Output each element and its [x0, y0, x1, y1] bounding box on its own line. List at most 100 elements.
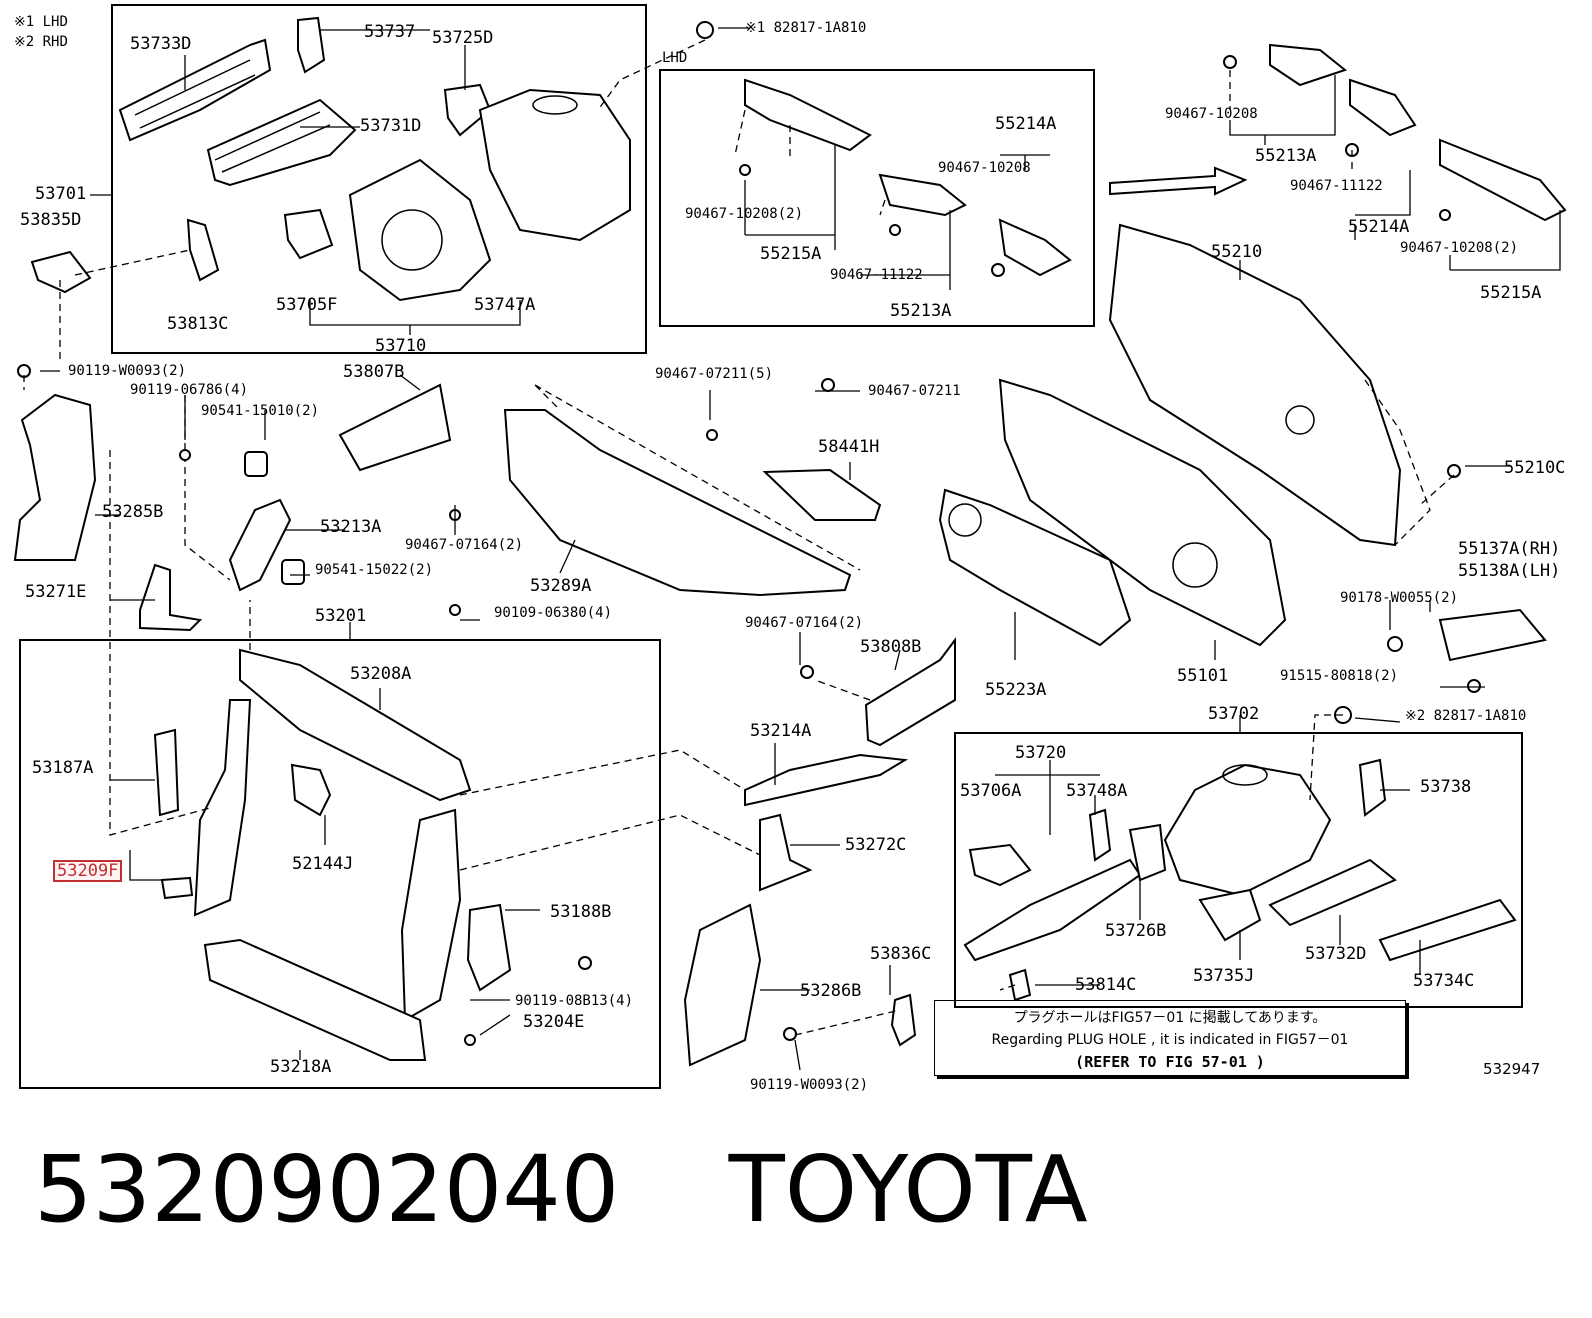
part-label[interactable]: 53737 — [364, 22, 416, 42]
part-wheelhouse-left — [348, 158, 492, 302]
part-label[interactable]: 53735J — [1193, 966, 1255, 986]
part-label[interactable]: 90119-08B13(4) — [515, 993, 634, 1009]
part-label[interactable]: 55214A — [1348, 217, 1410, 237]
part-label[interactable]: 53213A — [320, 517, 382, 537]
part-53188B-support — [400, 808, 462, 1022]
part-label[interactable]: 53218A — [270, 1057, 332, 1077]
part-label[interactable]: 53836C — [870, 944, 932, 964]
part-label[interactable]: 53748A — [1066, 781, 1128, 801]
part-label[interactable]: 55215A — [760, 244, 822, 264]
part-label[interactable]: 53208A — [350, 664, 412, 684]
part-53187A — [153, 728, 180, 817]
part-label[interactable]: 90119-W0093(2) — [750, 1077, 869, 1093]
part-53188B — [466, 903, 512, 992]
part-label[interactable]: 53188B — [550, 902, 612, 922]
part-53213A — [228, 498, 292, 592]
part-label[interactable]: 53204E — [523, 1012, 585, 1032]
part-label[interactable]: 53702 — [1208, 704, 1260, 724]
part-label[interactable]: 90467-10208(2) — [1400, 240, 1519, 256]
part-apron-right — [478, 88, 631, 242]
part-label[interactable]: 53201 — [315, 606, 367, 626]
part-label[interactable]: 53214A — [750, 721, 812, 741]
part-label[interactable]: 90467-11122 — [1290, 178, 1383, 194]
part-53738 — [1358, 758, 1387, 817]
part-label[interactable]: 53835D — [20, 210, 82, 230]
part-label[interactable]: 53808B — [860, 637, 922, 657]
group-box-53201 — [19, 639, 661, 1089]
part-label[interactable]: 53271E — [25, 582, 87, 602]
part-label[interactable]: 55214A — [995, 114, 1057, 134]
part-label[interactable]: ※2 82817-1A810 — [1405, 708, 1527, 724]
part-label[interactable]: 53738 — [1420, 777, 1472, 797]
part-label[interactable]: 55213A — [890, 301, 952, 321]
part-53748A — [1088, 808, 1112, 862]
part-label[interactable]: 53286B — [800, 981, 862, 1001]
part-55214A-lhd — [878, 173, 967, 217]
part-53272C — [759, 813, 813, 892]
part-53285B — [13, 393, 97, 561]
part-label[interactable]: 53747A — [474, 295, 536, 315]
part-label[interactable]: 90109-06380(4) — [494, 605, 613, 621]
part-label[interactable]: 53731D — [360, 116, 422, 136]
part-label[interactable]: 53720 — [1015, 743, 1067, 763]
part-label[interactable]: 52144J — [292, 854, 354, 874]
part-label[interactable]: 53807B — [343, 362, 405, 382]
group-box-53702 — [954, 732, 1523, 1008]
part-label[interactable]: 53187A — [32, 758, 94, 778]
part-label[interactable]: 53813C — [167, 314, 229, 334]
part-label[interactable]: 90119-06786(4) — [130, 382, 249, 398]
part-label[interactable]: 90541-15022(2) — [315, 562, 434, 578]
part-label[interactable]: 90467-07211(5) — [655, 366, 774, 382]
part-label[interactable]: 55223A — [985, 680, 1047, 700]
part-label[interactable]: 55137A(RH) — [1458, 539, 1561, 559]
part-label[interactable]: 90178-W0055(2) — [1340, 590, 1459, 606]
part-label[interactable]: 53733D — [130, 34, 192, 54]
part-label[interactable]: 90119-W0093(2) — [68, 363, 187, 379]
part-53209F-bracket — [160, 876, 194, 900]
part-label[interactable]: 90541-15010(2) — [201, 403, 320, 419]
arrow — [1109, 166, 1248, 196]
figure-id: 532947 — [1483, 1060, 1541, 1078]
part-label[interactable]: 90467-07211 — [868, 383, 961, 399]
part-label[interactable]: 53732D — [1305, 944, 1367, 964]
part-label[interactable]: 53705F — [276, 295, 338, 315]
part-55223A — [938, 488, 1132, 647]
part-53735J — [1198, 888, 1262, 942]
part-label[interactable]: 53734C — [1413, 971, 1475, 991]
group-box-lhd — [659, 69, 1095, 327]
part-label[interactable]: 58441H — [818, 437, 880, 457]
part-label[interactable]: 91515-80818(2) — [1280, 668, 1399, 684]
part-label[interactable]: 53701 — [35, 184, 87, 204]
part-label[interactable]: 53726B — [1105, 921, 1167, 941]
part-label[interactable]: 53814C — [1075, 975, 1137, 995]
part-53218A — [203, 938, 427, 1061]
part-label[interactable]: 53725D — [432, 28, 494, 48]
part-label[interactable]: 90467-10208 — [938, 160, 1031, 176]
part-label[interactable]: 55210C — [1504, 458, 1566, 478]
part-label[interactable]: 55215A — [1480, 283, 1542, 303]
part-label-highlighted[interactable]: 53209F — [53, 860, 123, 882]
part-53209F-pillar — [193, 699, 252, 917]
part-label[interactable]: 55210 — [1211, 242, 1263, 262]
part-label[interactable]: 90467-07164(2) — [745, 615, 864, 631]
part-label[interactable]: 90467-07164(2) — [405, 537, 524, 553]
part-52144J — [290, 763, 332, 817]
part-label[interactable]: 53285B — [102, 502, 164, 522]
part-53725D — [443, 83, 492, 137]
part-label[interactable]: 53706A — [960, 781, 1022, 801]
part-label[interactable]: 55138A(LH) — [1458, 561, 1561, 581]
legend-item-lhd: ※1 LHD — [14, 14, 68, 30]
part-label[interactable]: 55213A — [1255, 146, 1317, 166]
part-label[interactable]: 53289A — [530, 576, 592, 596]
part-90541-15010 — [244, 451, 268, 477]
part-label[interactable]: 55101 — [1177, 666, 1229, 686]
part-label[interactable]: ※1 82817-1A810 — [745, 20, 867, 36]
part-dash-panel-55101 — [998, 378, 1287, 647]
part-53702-apron — [1163, 763, 1332, 897]
part-label[interactable]: 90467-10208(2) — [685, 206, 804, 222]
part-label[interactable]: 90467-10208 — [1165, 106, 1258, 122]
part-label[interactable]: 53272C — [845, 835, 907, 855]
part-label[interactable]: 53710 — [375, 336, 427, 356]
part-53286B — [683, 903, 762, 1067]
part-label[interactable]: 90467-11122 — [830, 267, 923, 283]
